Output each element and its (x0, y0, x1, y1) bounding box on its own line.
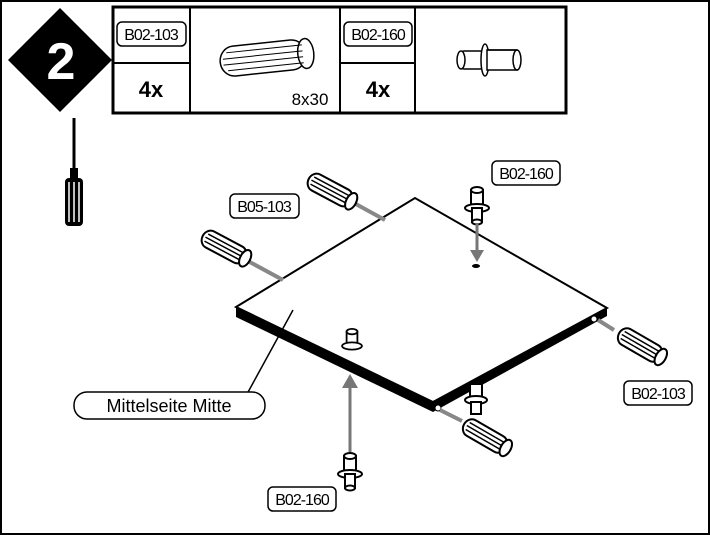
callout-b02-160-top: B02-160 (491, 160, 561, 186)
callout-b02-160-bottom: B02-160 (267, 486, 337, 512)
parts-table: B02-103 4x 8x30 B02-160 4x (111, 5, 568, 115)
dowel-left (197, 226, 284, 282)
panel-board (233, 196, 610, 412)
screwdriver-icon (65, 118, 83, 226)
connector-pin-icon (456, 43, 522, 77)
panel-name-label: Mittelseite Mitte (73, 309, 294, 420)
part-size-b02-103: 8x30 (292, 90, 329, 109)
step-badge: 2 (8, 8, 112, 112)
svg-text:B02-160: B02-160 (499, 166, 554, 183)
dowel-icon (219, 37, 315, 77)
part-code-b02-160: B02-160 (351, 27, 406, 44)
dowel-top-left (303, 169, 386, 222)
svg-text:B02-160: B02-160 (275, 492, 330, 509)
connector-pin-under (464, 383, 488, 415)
dowel-bottom (439, 408, 516, 460)
dowel-right (596, 318, 671, 369)
svg-text:B05-103: B05-103 (237, 199, 292, 216)
connector-pin-bottom (337, 374, 363, 492)
svg-text:Mittelseite Mitte: Mittelseite Mitte (106, 396, 231, 416)
part-quantity-b02-160: 4x (366, 77, 391, 102)
svg-text:B02-103: B02-103 (631, 386, 686, 403)
callout-b02-103-right: B02-103 (623, 380, 693, 406)
connector-pin-on-board (341, 327, 363, 351)
connector-pin-top (464, 186, 490, 262)
callout-b05-103: B05-103 (229, 193, 300, 219)
part-code-b02-103: B02-103 (124, 27, 179, 44)
step-number: 2 (47, 33, 76, 91)
part-quantity-b02-103: 4x (139, 77, 164, 102)
